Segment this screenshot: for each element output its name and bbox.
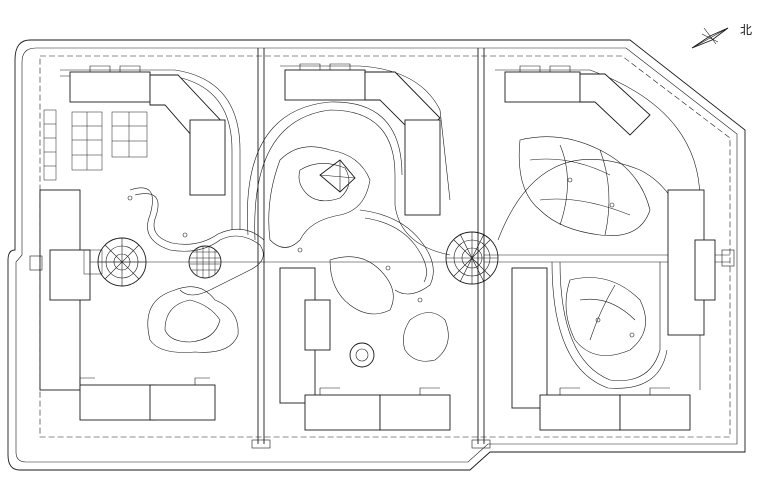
north-arrow-icon	[691, 27, 729, 49]
pavilion	[319, 159, 356, 193]
buildings-right-block	[504, 71, 716, 431]
north-label: 北	[740, 23, 752, 37]
grid-plaza	[188, 245, 222, 279]
building-details	[79, 63, 670, 395]
small-round-pond	[349, 342, 375, 368]
landscape-right-paths	[518, 136, 651, 356]
buildings-middle-block	[279, 69, 451, 431]
landscape-center-lake	[268, 146, 449, 362]
curved-roads	[60, 65, 701, 390]
site-boundary	[7, 39, 746, 471]
landscape-left-lake	[129, 187, 265, 353]
parking-grid	[43, 109, 148, 181]
landscape-dots	[127, 177, 635, 338]
circular-plaza-left	[83, 237, 147, 287]
buildings-left-block	[39, 71, 226, 421]
entrance-markers	[29, 249, 735, 449]
circular-plaza-center	[445, 231, 499, 285]
